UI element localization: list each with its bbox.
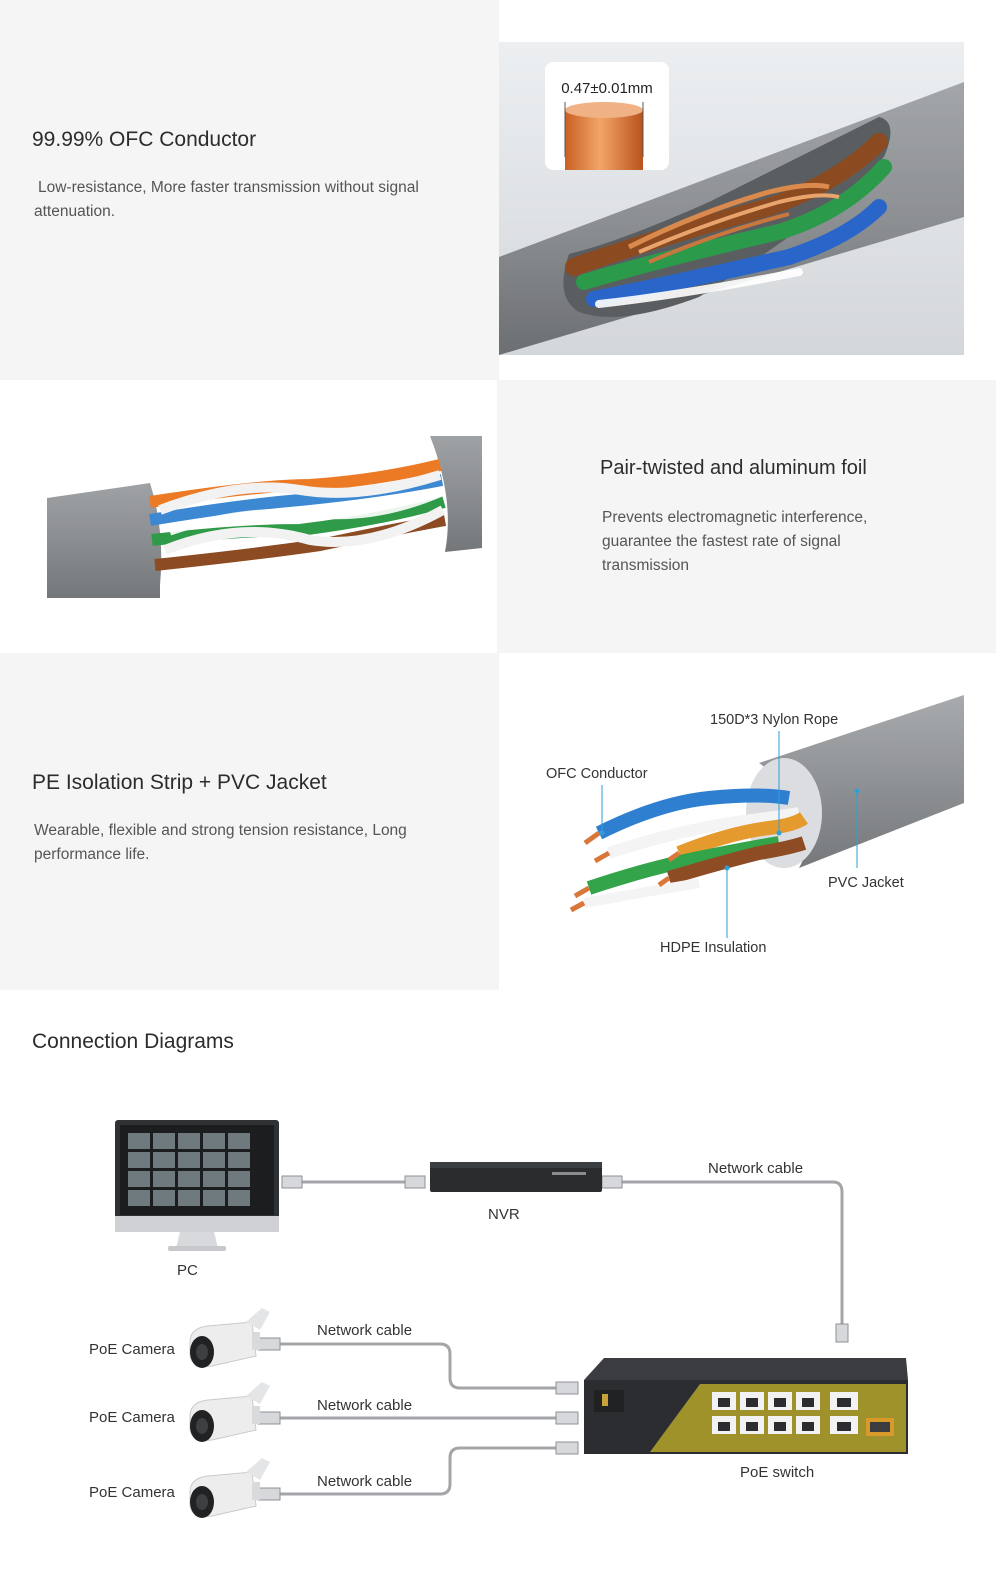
cable-cutaway-image: 0.47±0.01mm bbox=[499, 42, 964, 355]
cable-layers-image bbox=[499, 653, 979, 990]
twisted-pair-icon bbox=[47, 436, 482, 598]
rj45-connectors bbox=[257, 1175, 849, 1501]
twisted-pair-image bbox=[0, 380, 497, 653]
callout-ofc-conductor: OFC Conductor bbox=[546, 766, 648, 782]
diagram-title: Connection Diagrams bbox=[32, 1030, 234, 1053]
section-pe-body: Wearable, flexible and strong tension re… bbox=[34, 822, 407, 863]
copper-diameter-label: 0.47±0.01mm bbox=[561, 80, 653, 97]
monitor-icon bbox=[115, 1120, 279, 1251]
cable-layers-icon bbox=[569, 695, 964, 938]
camera-cable-label-2: Network cable bbox=[317, 1397, 413, 1414]
nvr-icon bbox=[430, 1162, 602, 1192]
poe-switch-icon bbox=[584, 1358, 908, 1454]
bullet-camera-icon bbox=[189, 1308, 270, 1518]
cable-cutaway-icon: 0.47±0.01mm bbox=[499, 42, 964, 355]
section-pe-title: PE Isolation Strip + PVC Jacket bbox=[32, 771, 327, 794]
poe-camera-label-1: PoE Camera bbox=[89, 1341, 175, 1358]
poe-camera-label-2: PoE Camera bbox=[89, 1409, 175, 1426]
callout-hdpe-insulation: HDPE Insulation bbox=[660, 940, 767, 956]
section-foil-body: Prevents electromagnetic interference, g… bbox=[602, 509, 868, 574]
section-foil-title: Pair-twisted and aluminum foil bbox=[600, 457, 867, 479]
pc-label: PC bbox=[177, 1262, 198, 1279]
section-ofc-text-panel bbox=[0, 0, 499, 380]
callout-pvc-jacket: PVC Jacket bbox=[828, 875, 904, 891]
poe-switch-label: PoE switch bbox=[740, 1464, 815, 1481]
section-ofc-title: 99.99% OFC Conductor bbox=[32, 128, 257, 151]
network-cable-label-top: Network cable bbox=[708, 1160, 804, 1177]
section-ofc-body: Low-resistance, More faster transmission… bbox=[34, 179, 419, 220]
nvr-label: NVR bbox=[488, 1206, 520, 1223]
section-pe-text-panel bbox=[0, 653, 499, 990]
camera-cable-label-3: Network cable bbox=[317, 1473, 413, 1490]
connection-diagram bbox=[0, 1100, 1000, 1560]
callout-nylon-rope: 150D*3 Nylon Rope bbox=[710, 712, 839, 728]
poe-camera-label-3: PoE Camera bbox=[89, 1484, 175, 1501]
section-foil-text-panel bbox=[497, 380, 996, 653]
camera-cable-label-1: Network cable bbox=[317, 1322, 413, 1339]
network-cables bbox=[278, 1180, 844, 1496]
